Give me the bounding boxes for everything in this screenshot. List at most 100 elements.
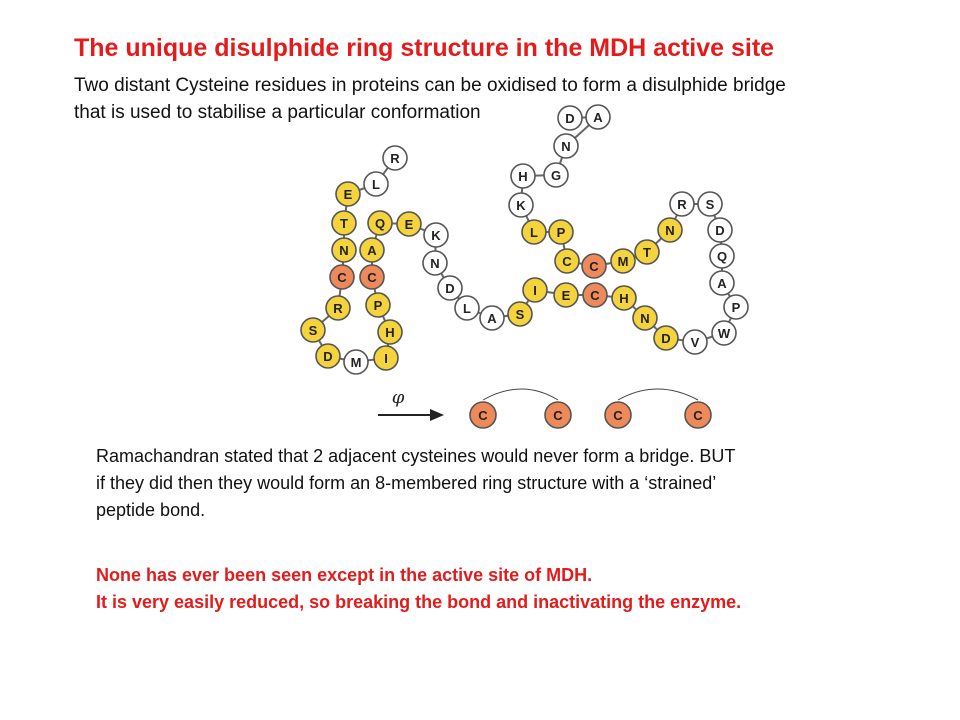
residue-circle	[634, 239, 660, 265]
residue-P: P	[723, 294, 749, 320]
residue-letter: E	[344, 187, 353, 202]
residue-letter: N	[665, 223, 674, 238]
residue-circle	[557, 105, 583, 131]
note-line-1: None has ever been seen except in the ac…	[96, 565, 593, 585]
residue-letter: V	[691, 335, 700, 350]
residue-S: S	[697, 191, 723, 217]
residue-letter: A	[487, 311, 497, 326]
residue-circle	[329, 264, 355, 290]
residue-circle	[363, 171, 389, 197]
residue-E: E	[335, 181, 361, 207]
residue-circle	[723, 294, 749, 320]
residue-circle	[669, 191, 695, 217]
residue-letter: E	[405, 217, 414, 232]
bottom-cysteine-circle	[604, 401, 632, 429]
residue-Q: Q	[367, 210, 393, 236]
residue-letter: P	[374, 298, 383, 313]
residue-circle	[359, 264, 385, 290]
residue-circle	[396, 211, 422, 237]
residue-L: L	[363, 171, 389, 197]
residue-A: A	[709, 270, 735, 296]
residue-L: L	[454, 295, 480, 321]
residue-letter: M	[618, 254, 629, 269]
residue-M: M	[610, 248, 636, 274]
residue-H: H	[510, 163, 536, 189]
residue-letter: S	[516, 307, 525, 322]
residue-P: P	[365, 292, 391, 318]
residue-circle	[507, 301, 533, 327]
residue-T: T	[634, 239, 660, 265]
residue-letter: P	[557, 225, 566, 240]
residue-N: N	[422, 250, 448, 276]
residue-L: L	[521, 219, 547, 245]
residue-circle	[325, 295, 351, 321]
residue-C-cysteine: C	[359, 264, 385, 290]
residue-circle	[682, 329, 708, 355]
residue-circle	[373, 345, 399, 371]
residue-V: V	[682, 329, 708, 355]
residue-circle	[454, 295, 480, 321]
note-line-2: It is very easily reduced, so breaking t…	[96, 592, 742, 612]
residue-D: D	[437, 275, 463, 301]
bottom-cysteine-circle	[469, 401, 497, 429]
residue-circle	[554, 248, 580, 274]
ramachandran-text: Ramachandran stated that 2 adjacent cyst…	[96, 443, 916, 524]
residue-letter: N	[640, 311, 649, 326]
residue-letter: R	[390, 151, 400, 166]
residue-K: K	[423, 222, 449, 248]
residue-R: R	[382, 145, 408, 171]
residue-A: A	[585, 104, 611, 130]
bottom-cysteine: C	[684, 401, 712, 429]
residue-M: M	[343, 349, 369, 375]
residue-circle	[365, 292, 391, 318]
residue-E: E	[396, 211, 422, 237]
residue-letter: P	[732, 300, 741, 315]
residue-circle	[479, 305, 505, 331]
bottom-cysteine-letter: C	[613, 408, 623, 423]
residue-letter: R	[677, 197, 687, 212]
residue-letter: N	[430, 256, 439, 271]
residue-circle	[423, 222, 449, 248]
residue-circle	[382, 145, 408, 171]
residue-circle	[300, 317, 326, 343]
bottom-cysteine-letter: C	[553, 408, 563, 423]
residue-letter: L	[463, 301, 471, 316]
bottom-cysteine-circle	[544, 401, 572, 429]
bottom-cysteine-letter: C	[478, 408, 488, 423]
residue-letter: Q	[375, 216, 385, 231]
residue-C: C	[554, 248, 580, 274]
residue-circle	[359, 237, 385, 263]
residue-circle	[548, 219, 574, 245]
residue-letter: C	[562, 254, 572, 269]
residue-circle	[611, 285, 637, 311]
residue-N: N	[331, 237, 357, 263]
residue-A: A	[359, 237, 385, 263]
intro-text: Two distant Cysteine residues in protein…	[74, 72, 934, 126]
residue-letter: D	[323, 349, 332, 364]
residue-letter: H	[619, 291, 628, 306]
residue-circle	[510, 163, 536, 189]
residue-circle	[331, 237, 357, 263]
body-line-3: peptide bond.	[96, 500, 206, 520]
residue-circle	[377, 319, 403, 345]
residue-letter: C	[590, 288, 600, 303]
residue-circle	[581, 253, 607, 279]
residue-circle	[632, 305, 658, 331]
residue-K: K	[508, 192, 534, 218]
residue-letter: T	[643, 245, 651, 260]
residue-E: E	[553, 282, 579, 308]
residue-H: H	[377, 319, 403, 345]
residue-letter: L	[372, 177, 380, 192]
residue-circle	[315, 343, 341, 369]
residue-P: P	[548, 219, 574, 245]
residue-letter: R	[333, 301, 343, 316]
residue-N: N	[553, 133, 579, 159]
residue-circle	[582, 282, 608, 308]
intro-line-1: Two distant Cysteine residues in protein…	[74, 75, 786, 96]
residue-circle	[343, 349, 369, 375]
phi-label: φ	[392, 387, 405, 408]
residue-letter: C	[367, 270, 377, 285]
residue-letter: T	[340, 216, 348, 231]
